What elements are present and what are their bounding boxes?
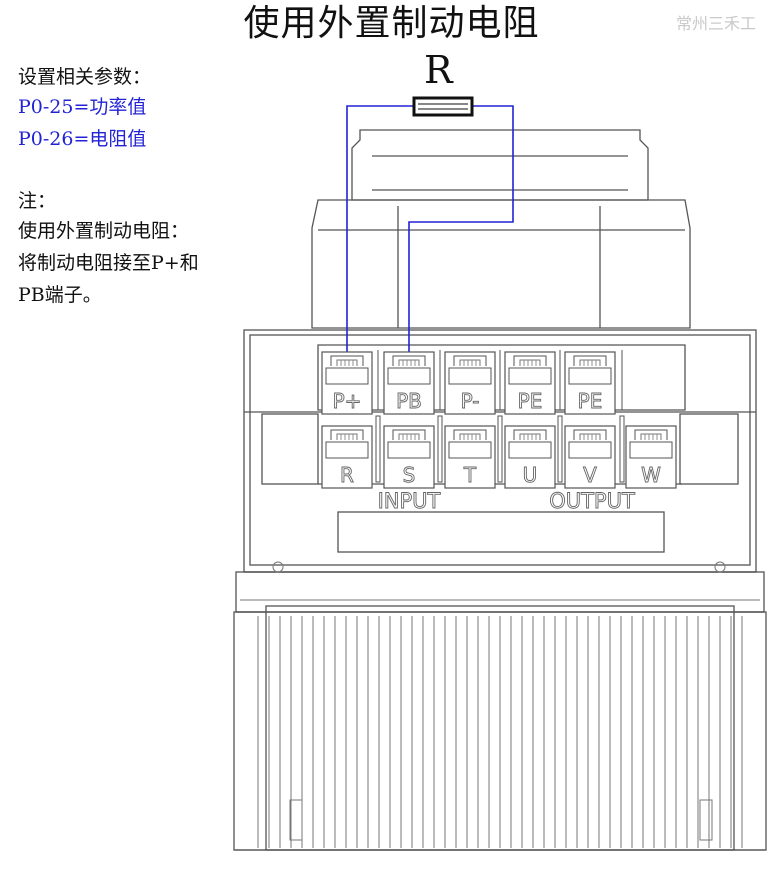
resistor-body [412,96,474,117]
terminal-layer: P+ PB P- PE PE R S T U V W INPUT OUTPUT [321,350,677,513]
terminal-label: PB [396,389,422,413]
terminal-label: PE [578,389,603,413]
terminal-label: U [523,463,538,487]
terminal-p-minus: P- [444,351,496,415]
terminal-label: PE [518,389,543,413]
terminal-u: U [504,425,556,489]
terminal-w: W [625,425,677,489]
resistor-label: R [424,48,453,92]
terminal-label: W [641,463,661,487]
terminal-t: T [444,425,496,489]
terminal-label: P+ [333,389,362,413]
params-heading: 设置相关参数： [18,66,152,88]
note-line-3: PB端子。 [18,284,102,306]
terminal-p-minusplus: P+ [321,351,373,415]
heatsink [233,571,767,851]
terminal-pb: PB [383,351,435,415]
top-cover [311,129,691,329]
terminal-pe: PE [564,351,616,415]
terminal-label: R [340,463,354,487]
terminal-r: R [321,425,373,489]
terminal-s: S [383,425,435,489]
wire-pb [408,105,514,365]
param-resistance: P0-26=电阻值 [18,128,147,150]
param-power: P0-25=功率值 [18,96,147,118]
terminal-label: V [583,463,597,487]
terminal-label: P- [461,389,480,413]
wires [346,105,514,365]
wire-p-plus [346,105,414,365]
terminal-label: T [463,463,477,487]
terminal-pe: PE [504,351,556,415]
input-group-label: INPUT [378,489,441,513]
heatsink-fins [240,561,760,848]
output-group-label: OUTPUT [549,489,635,513]
diagram-title: 使用外置制动电阻 [243,3,540,44]
watermark: 常州三禾工 [676,14,757,33]
terminal-v: V [564,425,616,489]
note-line-2: 将制动电阻接至P+和 [18,252,199,274]
terminal-label: S [403,463,416,487]
note-line-1: 使用外置制动电阻： [18,220,190,242]
note-heading: 注： [18,190,57,212]
